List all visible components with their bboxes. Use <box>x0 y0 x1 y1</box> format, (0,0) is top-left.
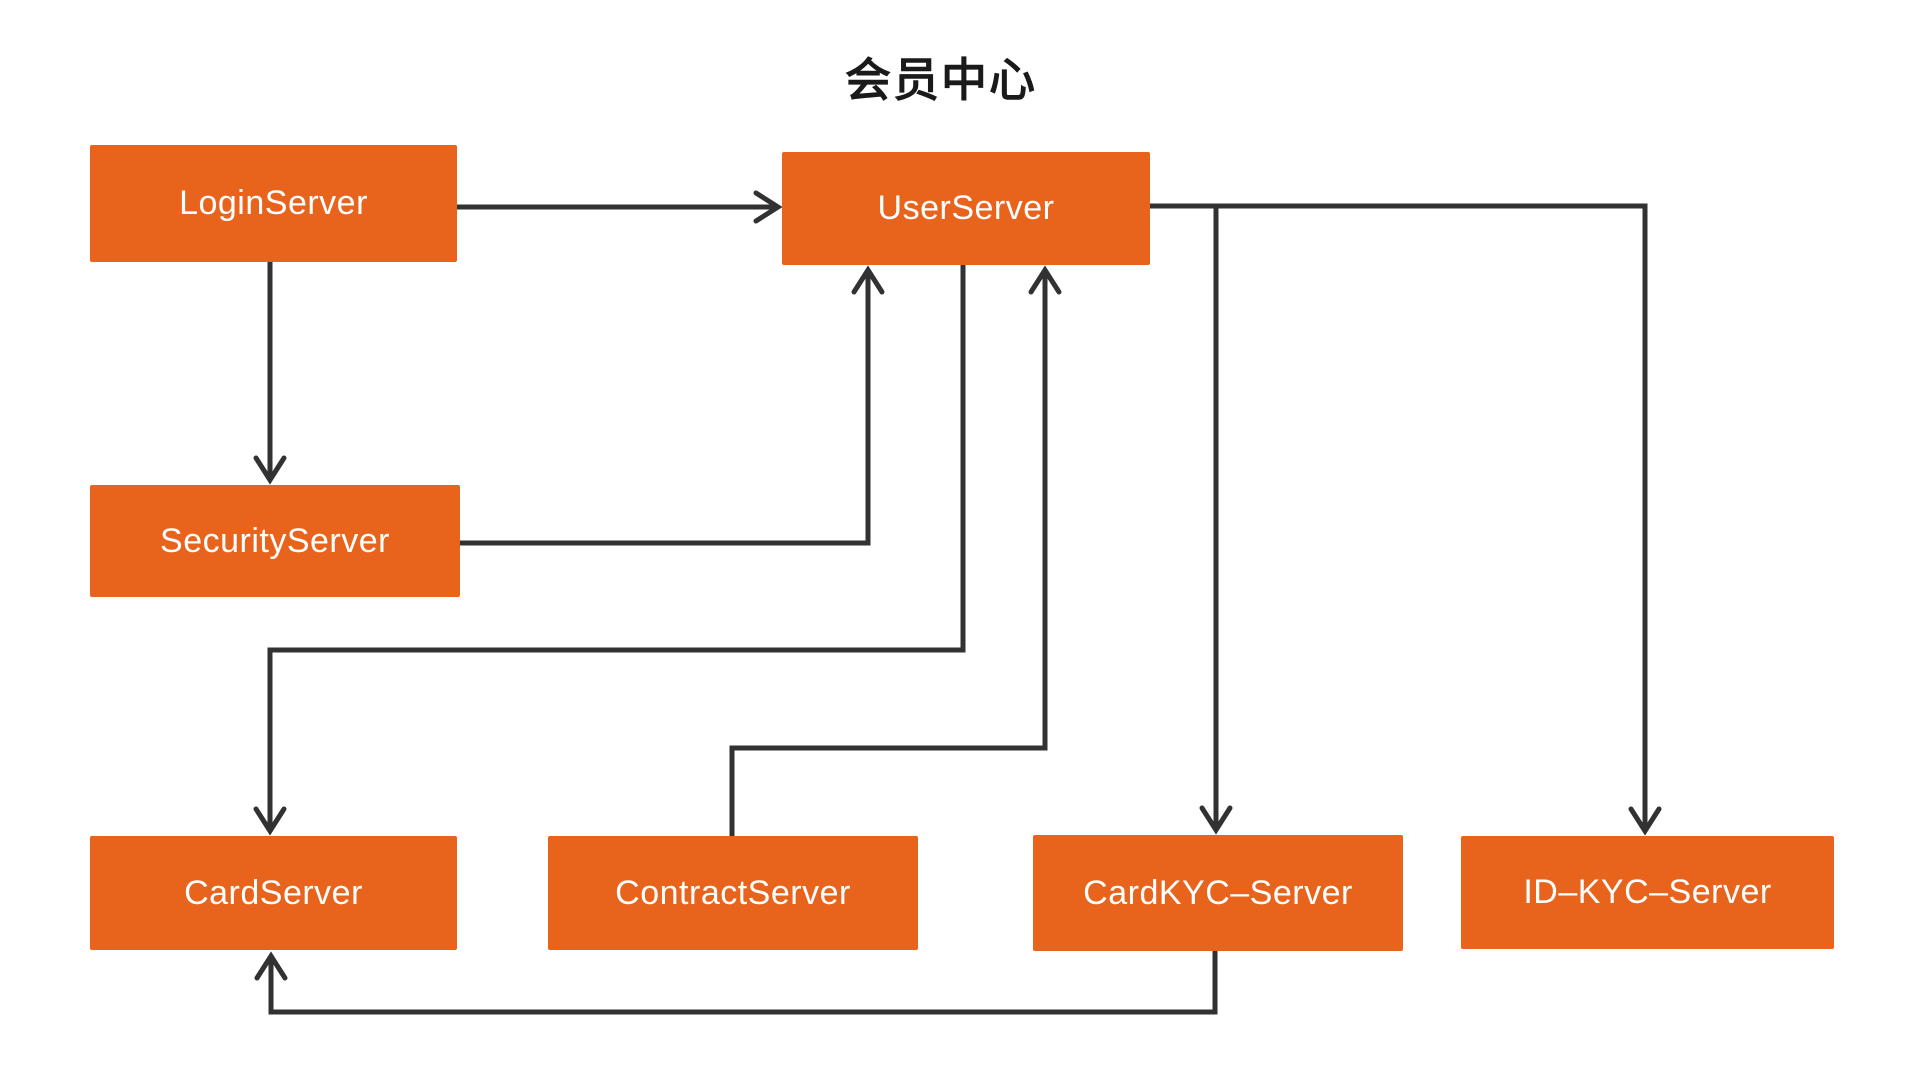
node-label: ID–KYC–Server <box>1523 873 1772 911</box>
edge-securityserver-to-userserver <box>460 265 885 546</box>
node-loginserver: LoginServer <box>90 145 457 262</box>
node-cardserver: CardServer <box>90 836 457 950</box>
edge-userserver-to-cardserver <box>253 265 966 836</box>
node-label: CardKYC–Server <box>1083 873 1353 912</box>
node-securityserver: SecurityServer <box>90 485 460 597</box>
edge-userserver-to-id-kyc-server <box>1150 203 1662 836</box>
node-id-kyc-server: ID–KYC–Server <box>1461 836 1834 949</box>
node-label: CardServer <box>184 873 363 912</box>
node-label: LoginServer <box>179 184 368 222</box>
node-label: ContractServer <box>615 873 851 912</box>
node-label: UserServer <box>877 189 1055 227</box>
edge-cardkyc-server-to-cardserver <box>254 950 1218 1015</box>
node-label: SecurityServer <box>160 521 390 560</box>
node-contractserver: ContractServer <box>548 836 918 950</box>
edge-contractserver-to-userserver <box>729 265 1062 836</box>
diagram-title: 会员中心 <box>845 54 1037 106</box>
node-userserver: UserServer <box>782 152 1150 265</box>
node-cardkyc-server: CardKYC–Server <box>1033 835 1403 951</box>
